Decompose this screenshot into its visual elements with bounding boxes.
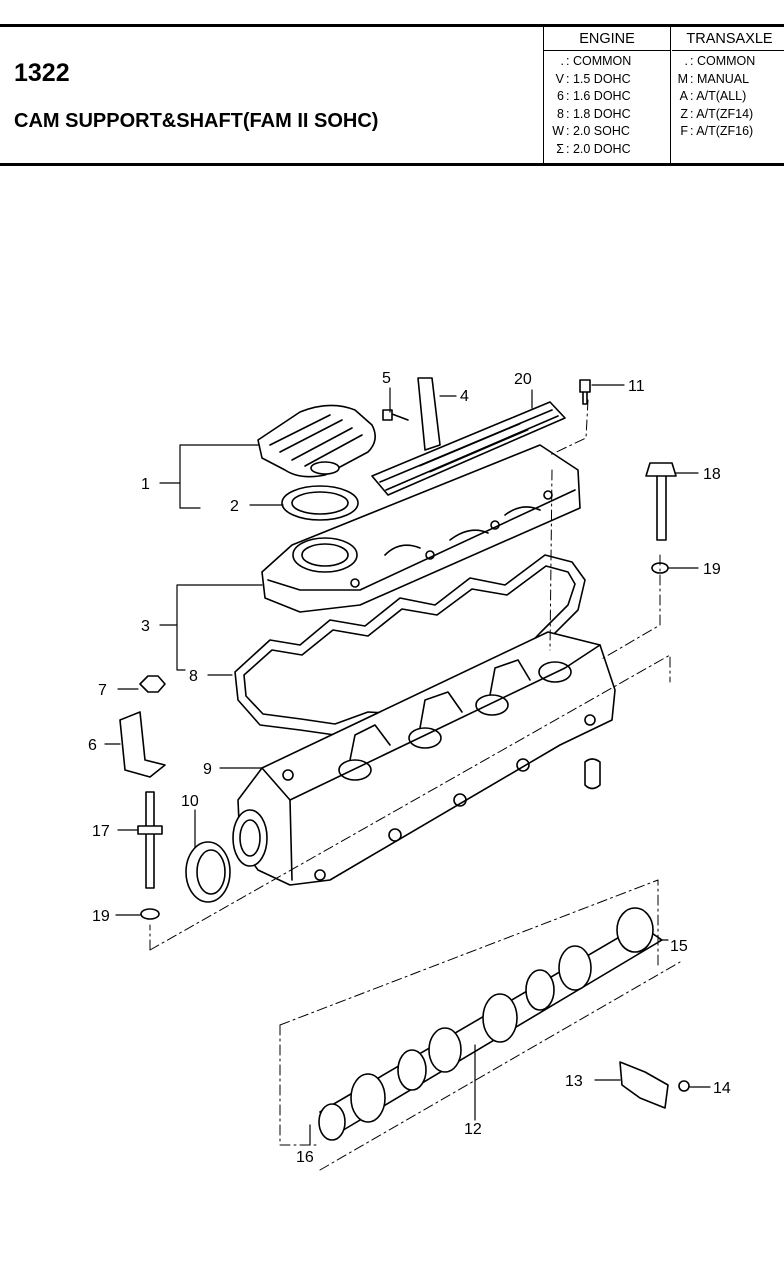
catalog-code: 1322 [14, 59, 70, 87]
stud-bolt [137, 791, 163, 889]
callout-20: 20 [514, 371, 532, 388]
nut [139, 675, 166, 693]
engine-row: 6: 1.6 DOHC [557, 89, 631, 104]
plate-bolt [678, 1080, 690, 1092]
engine-row: .: COMMON [560, 54, 632, 68]
callout-5: 5 [382, 370, 391, 387]
catalog-header: 1322 CAM SUPPORT&SHAFT(FAM II SOHC) ENGI… [0, 24, 784, 166]
transaxle-row: Z: A/T(ZF14) [680, 106, 754, 121]
callout-12: 12 [464, 1121, 482, 1138]
dowel-pin [584, 758, 601, 790]
callout-10: 10 [181, 793, 199, 810]
callout-4: 4 [460, 388, 469, 405]
callout-2: 2 [230, 498, 239, 515]
engine-row: Σ: 2.0 DOHC [556, 141, 631, 156]
transaxle-row: A: A/T(ALL) [679, 89, 747, 104]
small-bolt [579, 379, 591, 405]
callout-18: 18 [703, 466, 721, 483]
callout-11: 11 [628, 378, 645, 395]
callout-19-top: 19 [703, 561, 721, 578]
callout-3: 3 [141, 618, 150, 635]
callout-13: 13 [565, 1073, 583, 1090]
transaxle-row: F: A/T(ZF16) [680, 124, 754, 139]
callout-15: 15 [670, 938, 688, 955]
camshaft [318, 907, 663, 1141]
callout-17: 17 [92, 823, 110, 840]
hex-bolt-long [645, 462, 677, 541]
callout-1: 1 [141, 476, 150, 493]
callout-19-bottom: 19 [92, 908, 110, 925]
callout-8: 8 [189, 668, 198, 685]
engine-heading: ENGINE [544, 27, 670, 51]
camshaft-carrier [232, 631, 616, 886]
camshaft-cover [261, 444, 581, 613]
page-title: CAM SUPPORT&SHAFT(FAM II SOHC) [14, 110, 379, 132]
callout-16: 16 [296, 1149, 314, 1166]
transaxle-row: .: COMMON [684, 54, 756, 68]
angle-bracket [119, 711, 166, 778]
transaxle-heading: TRANSAXLE [672, 27, 784, 51]
camshaft-seal [185, 841, 231, 903]
transaxle-row: M: MANUAL [677, 71, 750, 86]
callout-7: 7 [98, 682, 107, 699]
callout-6: 6 [88, 737, 97, 754]
bracket-bolt [382, 409, 409, 421]
leader-lines [104, 384, 711, 1146]
callout-labels: 1 2 3 4 5 6 7 8 9 10 11 12 13 14 15 16 1… [88, 370, 731, 1166]
engine-row: 8: 1.8 DOHC [557, 106, 631, 121]
assembly-outline [149, 399, 681, 1171]
cap-seal-ring [281, 485, 359, 521]
engine-row: V: 1.5 DOHC [555, 71, 631, 86]
transaxle-legend: TRANSAXLE .: COMMON M: MANUAL A: A/T(ALL… [672, 27, 784, 166]
engine-legend: ENGINE .: COMMON V: 1.5 DOHC 6: 1.6 DOHC… [544, 27, 671, 166]
bracket [417, 377, 441, 451]
legend-table: ENGINE .: COMMON V: 1.5 DOHC 6: 1.6 DOHC… [543, 27, 784, 166]
washer [140, 908, 160, 920]
engine-row: W: 2.0 SOHC [552, 124, 630, 139]
callout-14: 14 [713, 1080, 731, 1097]
oil-filler-cap [257, 404, 376, 478]
baffle-plate [371, 401, 566, 496]
thrust-plate [619, 1061, 669, 1109]
callout-9: 9 [203, 761, 212, 778]
